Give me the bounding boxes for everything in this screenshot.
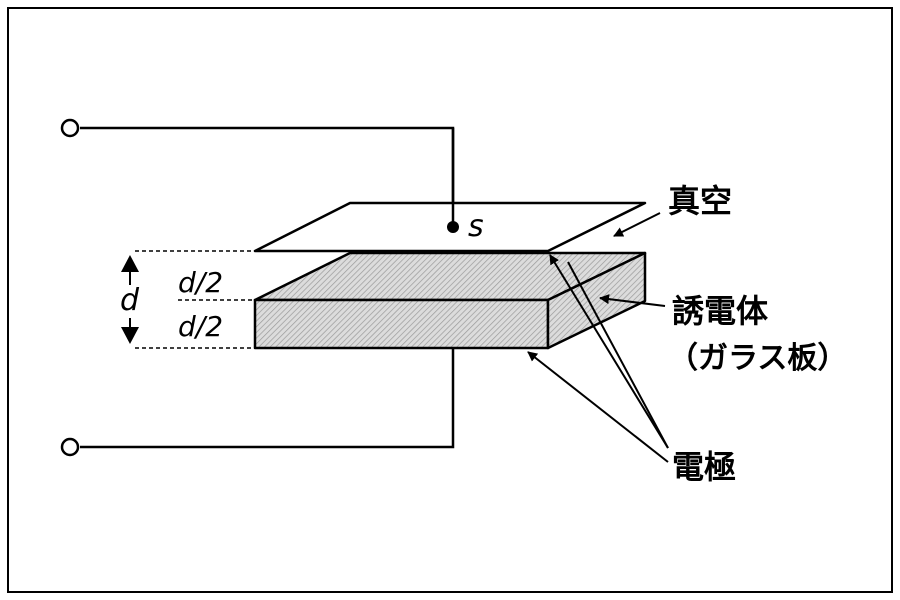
half-gap-upper-label: d/2 bbox=[178, 266, 223, 299]
dielectric-front-face bbox=[253, 298, 550, 350]
lower-terminal bbox=[60, 437, 80, 457]
area-symbol: s bbox=[468, 209, 484, 244]
leader-arrows bbox=[527, 212, 669, 463]
lower-wire bbox=[60, 348, 455, 457]
electrode-leader-upper bbox=[549, 254, 669, 449]
plate-contact-dot bbox=[447, 221, 459, 233]
figure-frame bbox=[7, 7, 893, 593]
gap-dimension-arrow bbox=[121, 255, 139, 344]
gap-total-label: d bbox=[120, 283, 140, 318]
vacuum-leader bbox=[613, 212, 661, 237]
electrode-leader-lower bbox=[527, 351, 669, 463]
dielectric-label: 誘電体 bbox=[672, 292, 768, 330]
half-gap-lower-label: d/2 bbox=[178, 310, 223, 343]
dielectric-sub-label: （ガラス板） bbox=[668, 341, 847, 376]
electrode-label: 電極 bbox=[672, 448, 736, 486]
electrode-leader-upper-2 bbox=[567, 261, 669, 449]
dimension-guides bbox=[135, 250, 255, 349]
dielectric-side-face bbox=[546, 251, 647, 350]
dielectric-leader bbox=[599, 294, 666, 307]
dielectric-slab bbox=[253, 251, 647, 350]
upper-terminal bbox=[60, 118, 80, 138]
vacuum-label: 真空 bbox=[668, 182, 732, 220]
